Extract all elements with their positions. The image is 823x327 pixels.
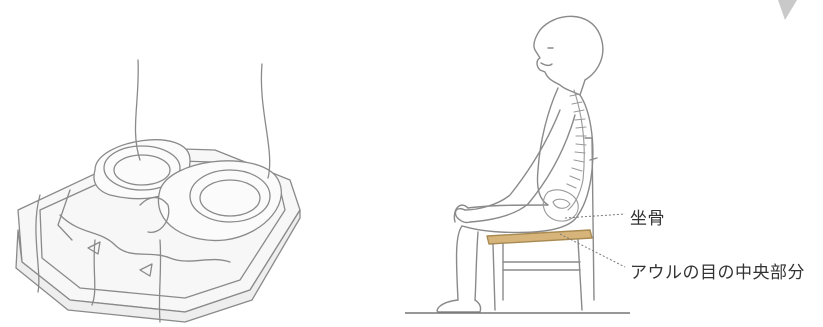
chair-illustration xyxy=(487,138,597,310)
corner-mark xyxy=(778,0,797,20)
sit-bone-label: 坐骨 xyxy=(630,204,665,229)
cushion-illustration xyxy=(16,60,300,322)
center-part-label: アウルの目の中央部分 xyxy=(630,258,805,283)
spine-icon xyxy=(567,90,586,210)
seated-person-illustration xyxy=(437,16,603,312)
